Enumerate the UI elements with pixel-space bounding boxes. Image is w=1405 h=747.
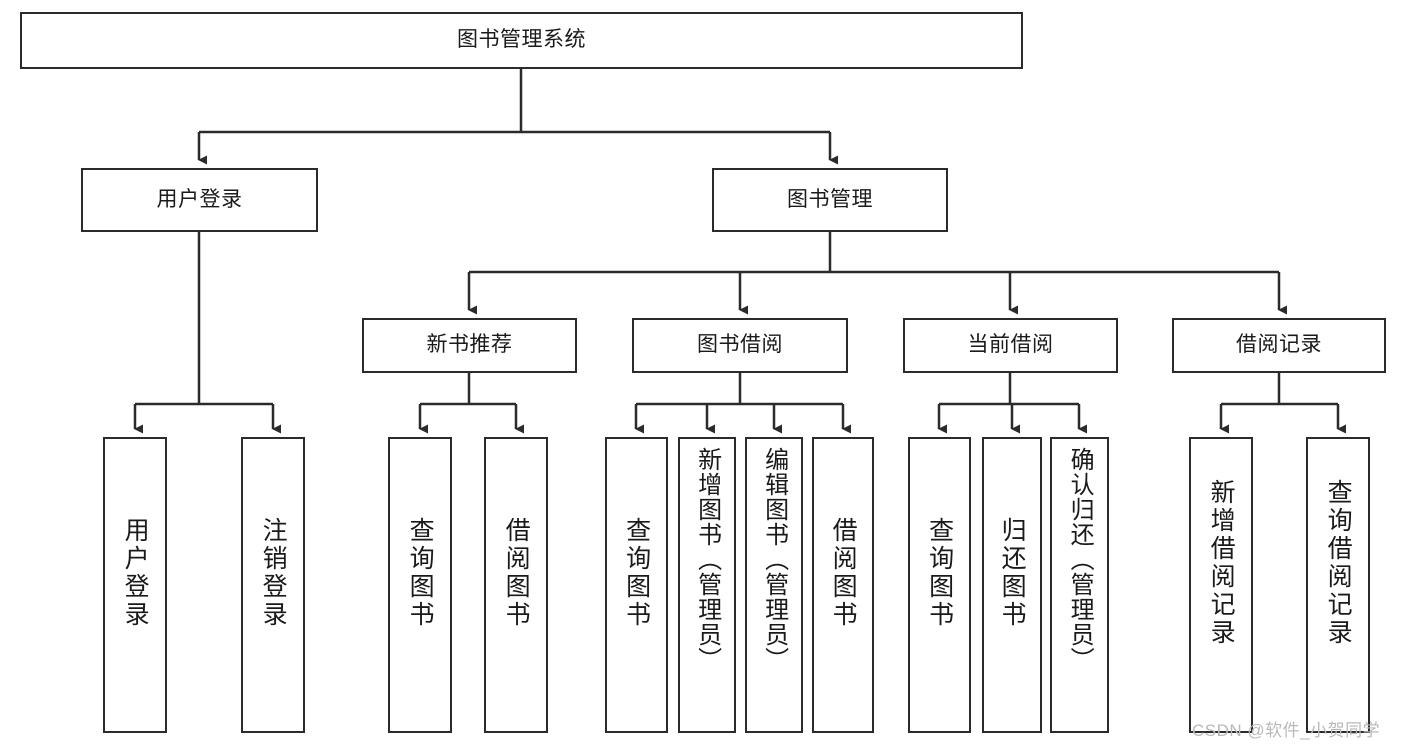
csdn-watermark: CSDN @软件_小贺同学: [1192, 721, 1381, 740]
node-book-borrow[interactable]: 图书借阅: [632, 318, 848, 373]
node-leaf-user-login-label: 用户登录: [121, 517, 150, 629]
node-new-book-rec[interactable]: 新书推荐: [362, 318, 577, 373]
node-leaf-add-record[interactable]: 新增借阅记录: [1189, 437, 1253, 733]
node-leaf-user-logout[interactable]: 注销登录: [241, 437, 305, 733]
node-leaf-confirm-return-label: 确认归还（管理员）: [1066, 447, 1094, 672]
node-leaf-query-record-label: 查询借阅记录: [1324, 479, 1353, 647]
node-new-book-rec-label: 新书推荐: [426, 333, 513, 357]
node-leaf-user-logout-label: 注销登录: [259, 517, 288, 629]
node-leaf-query-book-current-label: 查询图书: [925, 517, 954, 629]
node-leaf-add-book-label: 新增图书（管理员）: [693, 447, 721, 672]
node-leaf-return-book-label: 归还图书: [998, 517, 1027, 629]
node-leaf-borrow-book-label: 借阅图书: [829, 517, 858, 629]
node-user-login-label: 用户登录: [156, 187, 243, 211]
node-leaf-query-book-rec[interactable]: 查询图书: [388, 437, 452, 733]
node-book-manage[interactable]: 图书管理: [712, 168, 948, 232]
node-borrow-record[interactable]: 借阅记录: [1172, 318, 1386, 373]
node-leaf-edit-book-label: 编辑图书（管理员）: [760, 447, 788, 672]
node-current-borrow[interactable]: 当前借阅: [903, 318, 1118, 373]
node-leaf-return-book[interactable]: 归还图书: [982, 437, 1042, 733]
node-leaf-query-book-current[interactable]: 查询图书: [908, 437, 971, 733]
node-book-manage-label: 图书管理: [787, 187, 873, 211]
node-leaf-user-login[interactable]: 用户登录: [103, 437, 167, 733]
node-user-login[interactable]: 用户登录: [81, 168, 318, 232]
node-leaf-query-book-borrow[interactable]: 查询图书: [605, 437, 668, 733]
node-leaf-borrow-book[interactable]: 借阅图书: [812, 437, 874, 733]
node-leaf-add-record-label: 新增借阅记录: [1207, 479, 1236, 647]
node-leaf-confirm-return[interactable]: 确认归还（管理员）: [1050, 437, 1109, 733]
node-leaf-borrow-book-rec[interactable]: 借阅图书: [484, 437, 548, 733]
node-leaf-borrow-book-rec-label: 借阅图书: [502, 517, 531, 629]
node-borrow-record-label: 借阅记录: [1236, 333, 1322, 357]
node-leaf-add-book[interactable]: 新增图书（管理员）: [678, 437, 736, 733]
node-leaf-edit-book[interactable]: 编辑图书（管理员）: [745, 437, 803, 733]
node-leaf-query-book-borrow-label: 查询图书: [622, 517, 651, 629]
node-book-borrow-label: 图书借阅: [697, 333, 783, 357]
node-leaf-query-book-rec-label: 查询图书: [406, 517, 435, 629]
node-leaf-query-record[interactable]: 查询借阅记录: [1306, 437, 1370, 733]
node-root-label: 图书管理系统: [457, 28, 586, 52]
node-current-borrow-label: 当前借阅: [967, 333, 1054, 357]
node-root[interactable]: 图书管理系统: [20, 12, 1023, 69]
